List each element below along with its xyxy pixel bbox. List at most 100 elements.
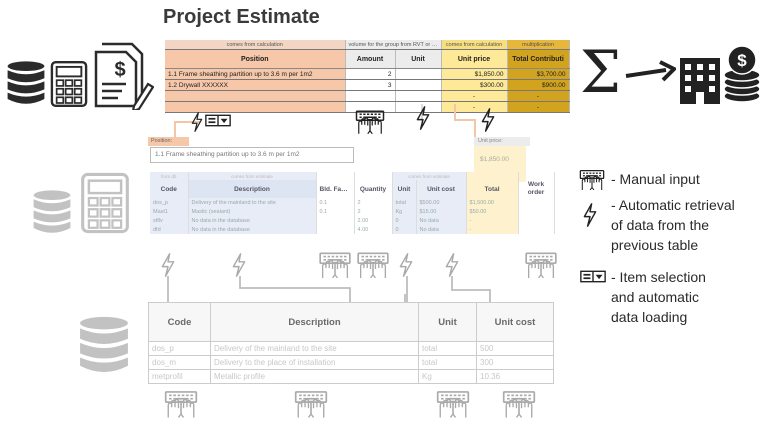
cell-unit[interactable] — [395, 90, 442, 102]
table-row[interactable]: dos_p Delivery of the mainland to the si… — [150, 198, 555, 207]
cell-unit-price: - — [441, 101, 508, 113]
table-row[interactable]: stflv No data in the database 2.00 0 No … — [150, 216, 555, 225]
cell-code[interactable]: dos_p — [148, 341, 211, 356]
cell-code[interactable]: stflv — [150, 216, 189, 225]
calculator-icon — [50, 60, 88, 108]
cell-factor[interactable] — [316, 216, 355, 225]
note-from-db: from db — [150, 172, 189, 180]
col-amount[interactable]: Amount — [345, 49, 396, 69]
cell-work-order[interactable] — [518, 207, 555, 216]
cell-unit-cost[interactable]: 10.36 — [476, 369, 554, 384]
cell-code[interactable]: metprofil — [148, 369, 211, 384]
cell-factor[interactable]: 0.1 — [316, 198, 355, 207]
table-row[interactable]: dos_m Delivery to the place of installat… — [148, 355, 554, 370]
database-icon — [32, 186, 72, 238]
cell-position[interactable] — [165, 101, 346, 113]
col-total[interactable]: Total Contributi — [507, 49, 570, 69]
cell-quantity[interactable]: 2 — [354, 207, 393, 216]
col-factor[interactable]: Bld. Factor — [316, 180, 355, 198]
hands-keyboard-icon — [436, 388, 470, 418]
table-row[interactable]: - - — [165, 101, 570, 113]
cell-unit: 0 — [392, 225, 417, 234]
cell-work-order[interactable] — [518, 225, 555, 234]
cell-description[interactable]: Metallic profile — [210, 369, 419, 384]
cell-quantity[interactable]: 4.00 — [354, 225, 393, 234]
cell-position[interactable] — [165, 90, 346, 102]
col-code[interactable]: Code — [150, 180, 189, 198]
cell-unit: Kg — [392, 207, 417, 216]
cell-unit[interactable]: total — [418, 341, 477, 356]
hands-keyboard-icon — [294, 388, 328, 418]
cell-description: Delivery of the mainland to the site — [188, 198, 317, 207]
lightning-icon — [190, 112, 204, 132]
table-row[interactable]: dfd No data in the database 4.00 0 No da… — [150, 225, 555, 234]
cell-factor[interactable]: 0.1 — [316, 207, 355, 216]
cell-unit: total — [392, 198, 417, 207]
col-unit[interactable]: Unit — [392, 180, 417, 198]
cell-unit-cost: $500.00 — [416, 198, 467, 207]
cell-description[interactable]: Delivery to the place of installation — [210, 355, 419, 370]
cell-work-order[interactable] — [518, 198, 555, 207]
cell-amount[interactable]: 2 — [345, 68, 396, 80]
cell-position[interactable]: 1.1 Frame sheathing partition up to 3.6 … — [165, 68, 346, 80]
cell-total: - — [507, 101, 570, 113]
cell-unit[interactable]: total — [418, 355, 477, 370]
cell-code[interactable]: dos_m — [148, 355, 211, 370]
legend-select: - Item selection and automatic data load… — [611, 269, 706, 325]
cell-amount[interactable]: 3 — [345, 79, 396, 91]
col-unit-cost[interactable]: Unit cost — [476, 302, 554, 342]
lightning-icon — [444, 252, 460, 278]
cell-code[interactable]: Mast1 — [150, 207, 189, 216]
table-row[interactable]: 1.1 Frame sheathing partition up to 3.6 … — [165, 68, 570, 80]
cell-quantity[interactable]: 2.00 — [354, 216, 393, 225]
col-quantity[interactable]: Quantity — [354, 180, 393, 198]
cell-unit[interactable]: Kg — [418, 369, 477, 384]
col-unit-cost[interactable]: Unit cost — [416, 180, 467, 198]
estimate-table: comes from calculation volume for the gr… — [165, 40, 570, 113]
cell-unit[interactable] — [395, 68, 442, 80]
hands-keyboard-icon — [356, 250, 390, 278]
col-work-order[interactable]: Work order — [518, 180, 555, 198]
table-row[interactable]: Mast1 Mastic (sealant) 0.1 2 Kg $15.00 $… — [150, 207, 555, 216]
cell-factor[interactable] — [316, 225, 355, 234]
cell-total: $50.00 — [466, 207, 519, 216]
cell-code[interactable]: dfd — [150, 225, 189, 234]
cell-unit[interactable] — [395, 79, 442, 91]
cell-total: $1,500.00 — [466, 198, 519, 207]
cell-code[interactable]: dos_p — [150, 198, 189, 207]
building-coins-icon: $ — [680, 45, 761, 104]
col-description[interactable]: Description — [188, 180, 317, 198]
col-description[interactable]: Description — [210, 302, 419, 342]
table-row[interactable]: - - — [165, 90, 570, 102]
col-position[interactable]: Position — [165, 49, 346, 69]
cell-unit[interactable] — [395, 101, 442, 113]
col-unit[interactable]: Unit — [395, 49, 442, 69]
cell-amount[interactable] — [345, 90, 396, 102]
note-mult: multiplication — [507, 40, 570, 50]
note-volume: volume for the group from RVT or IFC — [345, 40, 442, 50]
hands-keyboard-icon — [355, 108, 385, 134]
col-code[interactable]: Code — [148, 302, 211, 342]
svg-text:$: $ — [114, 59, 125, 81]
table-row[interactable]: dos_p Delivery of the mainland to the si… — [148, 341, 554, 356]
cell-quantity[interactable]: 2 — [354, 198, 393, 207]
cell-unit-price: $300.00 — [441, 79, 508, 91]
lightning-icon — [415, 106, 431, 130]
table-row[interactable]: metprofil Metallic profile Kg 10.36 — [148, 369, 554, 384]
cell-position[interactable]: 1.2 Drywall XXXXXX — [165, 79, 346, 91]
cell-unit-cost[interactable]: 500 — [476, 341, 554, 356]
calculation-table: from db comes from estimate comes from e… — [150, 172, 555, 234]
cell-work-order[interactable] — [518, 216, 555, 225]
col-total[interactable]: Total — [466, 180, 519, 198]
legend-auto: - Automatic retrieval of data from the p… — [611, 197, 735, 253]
col-unit[interactable]: Unit — [418, 302, 477, 342]
svg-text:$: $ — [737, 51, 747, 70]
table-row[interactable]: 1.2 Drywall XXXXXX 3 $300.00 $900.00 — [165, 79, 570, 91]
cell-description: No data in the database — [188, 225, 317, 234]
note-calc2: comes from calculation — [441, 40, 508, 50]
cell-description[interactable]: Delivery of the mainland to the site — [210, 341, 419, 356]
col-unit-price[interactable]: Unit price — [441, 49, 508, 69]
hands-keyboard-icon — [318, 250, 352, 278]
cell-unit-cost[interactable]: 300 — [476, 355, 554, 370]
cell-unit: 0 — [392, 216, 417, 225]
